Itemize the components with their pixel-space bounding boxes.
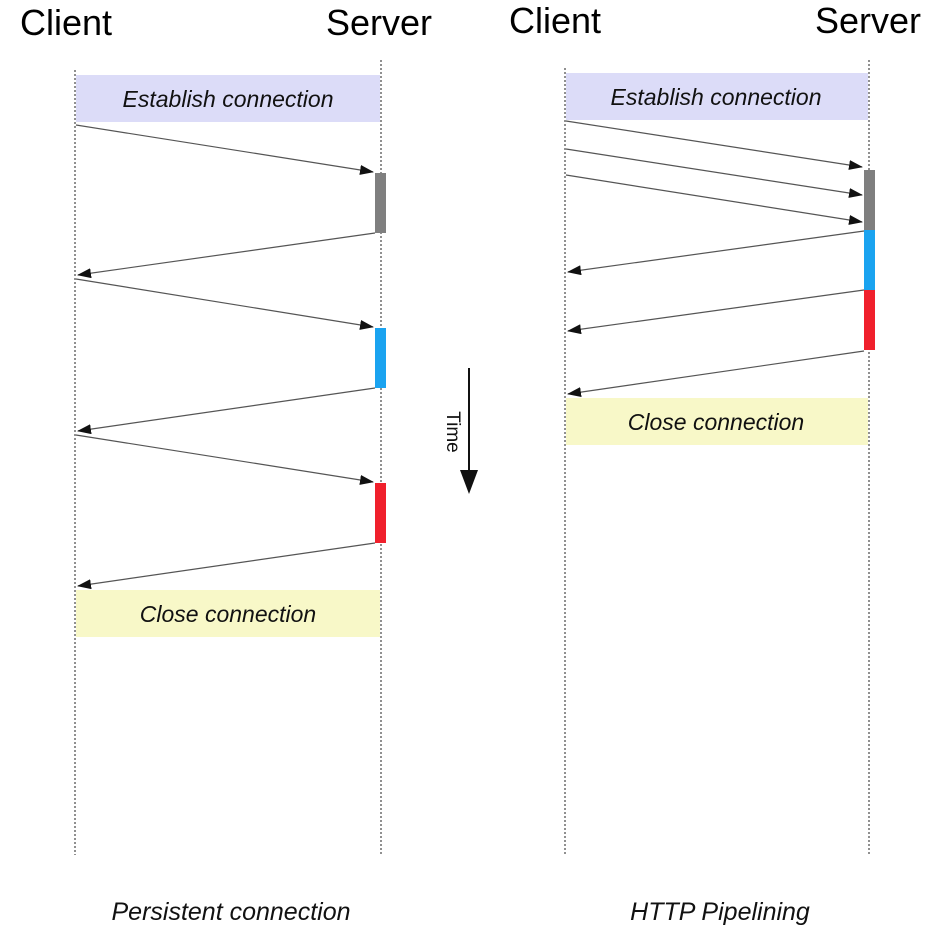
left-processing-bar-3 xyxy=(375,483,386,543)
right-close-box xyxy=(566,398,868,445)
right-request-arrow-1 xyxy=(565,120,863,170)
right-processing-bar-2 xyxy=(864,230,875,290)
left-processing-bar-2 xyxy=(375,328,386,388)
left-close-label: Close connection xyxy=(140,601,316,627)
right-server-label: Server xyxy=(815,0,921,41)
left-processing-bar-1 xyxy=(375,173,386,233)
left-caption: Persistent connection xyxy=(111,898,350,926)
time-label: Time xyxy=(442,411,463,453)
left-response-arrow-3 xyxy=(77,542,376,590)
left-establish-box xyxy=(76,75,380,122)
left-establish-label: Establish connection xyxy=(123,86,334,112)
right-establish-label: Establish connection xyxy=(611,84,822,110)
time-arrow-icon xyxy=(460,470,478,494)
left-client-label: Client xyxy=(20,2,112,43)
right-caption: HTTP Pipelining xyxy=(630,898,810,926)
right-processing-bar-3 xyxy=(864,290,875,350)
right-processing-bar-1 xyxy=(864,170,875,230)
left-response-arrow-2 xyxy=(77,387,376,435)
time-axis: Time xyxy=(442,368,478,494)
right-response-arrow-1 xyxy=(567,230,865,276)
right-response-arrow-2 xyxy=(567,289,865,335)
right-request-arrow-3 xyxy=(565,174,863,225)
left-close-box xyxy=(76,590,380,637)
right-response-arrow-3 xyxy=(567,350,865,398)
right-establish-box xyxy=(566,73,868,120)
right-close-label: Close connection xyxy=(628,409,804,435)
left-server-label: Server xyxy=(326,2,432,43)
persistent-connection-diagram: Client Server Establish connection Close… xyxy=(20,2,432,926)
left-request-arrow-1 xyxy=(75,124,374,175)
left-response-arrow-1 xyxy=(77,232,376,279)
left-request-arrow-3 xyxy=(75,434,374,485)
http-pipelining-diagram: Client Server Establish connection Close… xyxy=(509,0,921,926)
right-request-arrow-2 xyxy=(565,148,863,198)
right-client-label: Client xyxy=(509,0,601,41)
left-request-arrow-2 xyxy=(75,278,374,330)
